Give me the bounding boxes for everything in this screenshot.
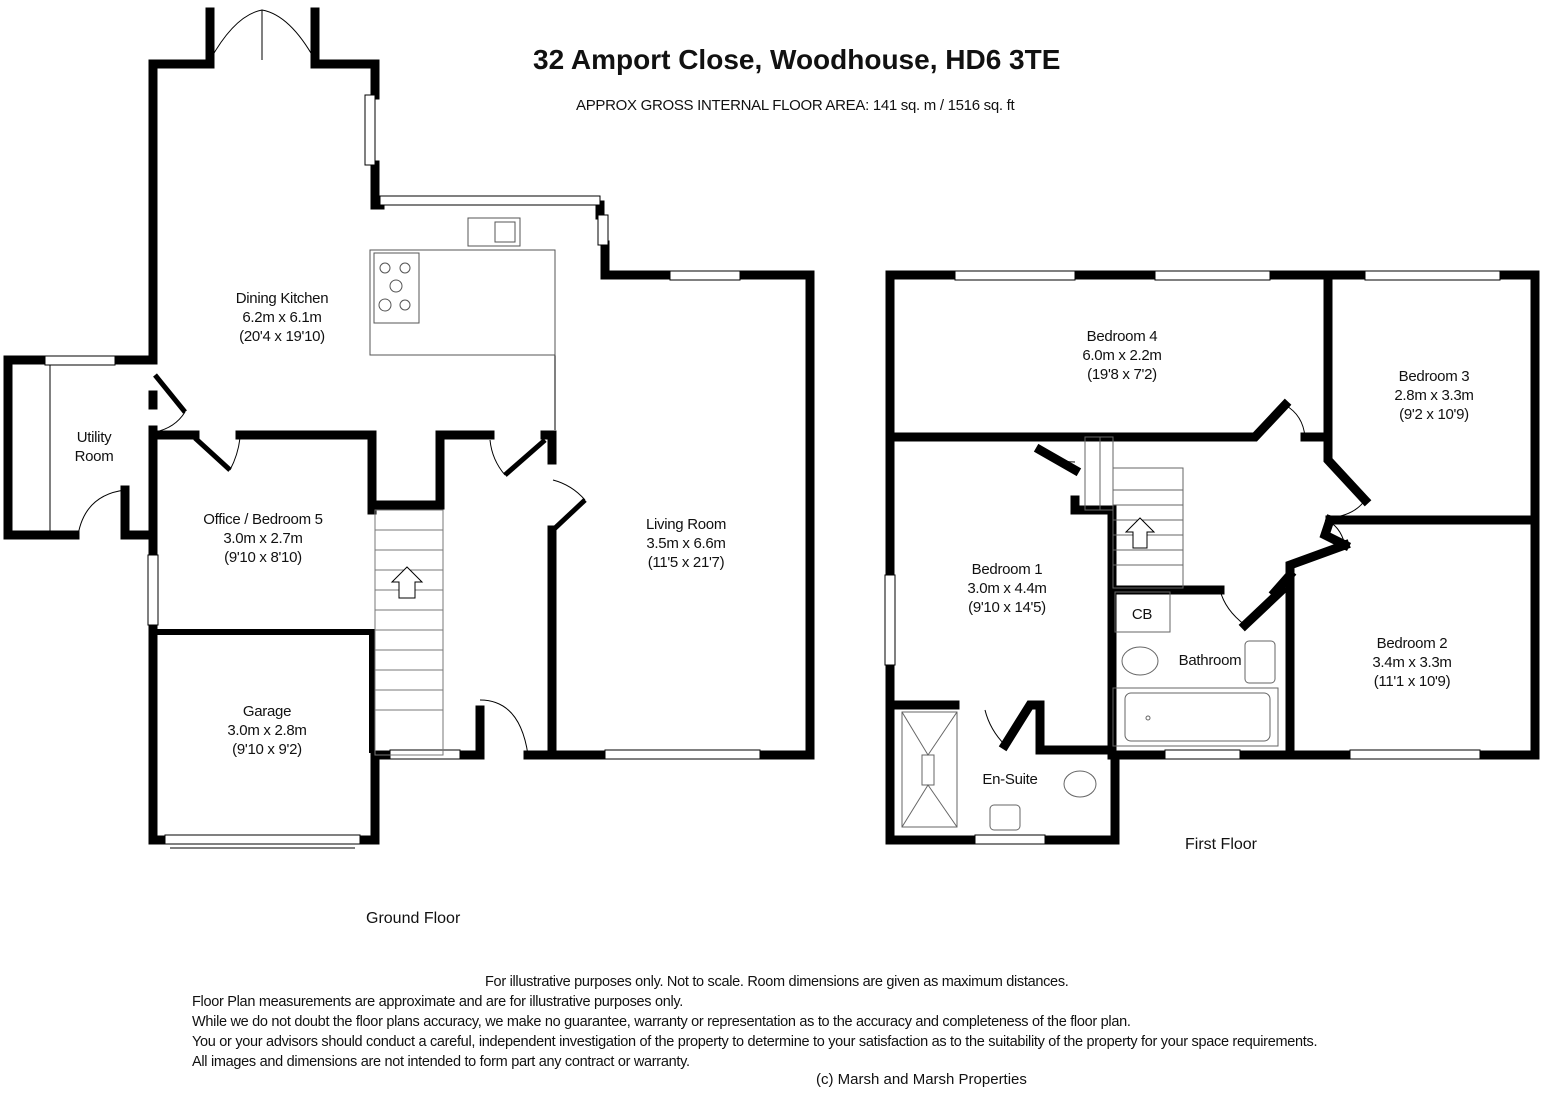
room-label-bedroom-2: Bedroom 2 3.4m x 3.3m (11'1 x 10'9) <box>1372 634 1452 691</box>
disclaimer-line: All images and dimensions are not intend… <box>192 1054 690 1070</box>
ground-floor-doors <box>77 9 587 756</box>
room-name: Bedroom 2 <box>1376 635 1448 652</box>
room-size-metric: 6.0m x 2.2m <box>1082 347 1162 364</box>
room-label-office: Office / Bedroom 5 3.0m x 2.7m (9'10 x 8… <box>203 510 323 567</box>
disclaimer: For illustrative purposes only. Not to s… <box>192 972 1317 1072</box>
room-size-imperial: (11'5 x 21'7) <box>647 554 725 571</box>
room-label-dining-kitchen: Dining Kitchen 6.2m x 6.1m (20'4 x 19'10… <box>236 289 329 346</box>
stairs-up-arrow-icon <box>1124 517 1156 549</box>
room-size-imperial: (9'10 x 8'10) <box>224 549 302 566</box>
room-label-bedroom-4: Bedroom 4 6.0m x 2.2m (19'8 x 7'2) <box>1082 327 1162 384</box>
room-size-imperial: (9'10 x 14'5) <box>968 599 1046 616</box>
first-floor-windows <box>884 270 1501 845</box>
copyright-notice: (c) Marsh and Marsh Properties <box>816 1071 1027 1088</box>
room-size-metric: 3.5m x 6.6m <box>646 535 726 552</box>
room-name: Office / Bedroom 5 <box>203 511 323 528</box>
room-label-garage: Garage 3.0m x 2.8m (9'10 x 9'2) <box>227 702 307 759</box>
room-size-metric: 3.4m x 3.3m <box>1372 654 1452 671</box>
room-label-bathroom: Bathroom <box>1178 652 1242 669</box>
room-name: Bedroom 1 <box>971 561 1043 578</box>
room-size-metric: 6.2m x 6.1m <box>242 309 322 326</box>
room-size-metric: 3.0m x 4.4m <box>967 580 1047 597</box>
disclaimer-line: Floor Plan measurements are approximate … <box>192 994 684 1010</box>
room-size-imperial: (20'4 x 19'10) <box>239 328 325 345</box>
room-size-imperial: (19'8 x 7'2) <box>1087 366 1157 383</box>
room-label-cb: CB <box>1131 606 1153 623</box>
room-size-imperial: (9'10 x 9'2) <box>232 741 302 758</box>
disclaimer-line: While we do not doubt the floor plans ac… <box>192 1014 1131 1030</box>
room-name: Bedroom 3 <box>1398 368 1470 385</box>
ground-floor-stairs <box>374 509 444 756</box>
room-size-imperial: (9'2 x 10'9) <box>1399 406 1469 423</box>
room-size-metric: 3.0m x 2.8m <box>227 722 307 739</box>
room-name-line2: Room <box>74 448 114 465</box>
room-name: Utility <box>76 429 112 446</box>
ground-floor-label: Ground Floor <box>366 910 461 927</box>
first-floor-label: First Floor <box>1185 836 1257 853</box>
room-label-en-suite: En-Suite <box>982 771 1038 788</box>
disclaimer-line: You or your advisors should conduct a ca… <box>192 1034 1318 1050</box>
room-label-living-room: Living Room 3.5m x 6.6m (11'5 x 21'7) <box>646 515 726 572</box>
first-floor-fixtures <box>901 436 1279 831</box>
room-size-metric: 2.8m x 3.3m <box>1394 387 1474 404</box>
room-label-bedroom-3: Bedroom 3 2.8m x 3.3m (9'2 x 10'9) <box>1394 367 1474 424</box>
floor-area-summary: APPROX GROSS INTERNAL FLOOR AREA: 141 sq… <box>576 97 1015 114</box>
room-name: Bedroom 4 <box>1086 328 1158 345</box>
stairs-up-arrow-icon <box>390 566 424 599</box>
property-address-title: 32 Amport Close, Woodhouse, HD6 3TE <box>533 44 1061 75</box>
disclaimer-line: For illustrative purposes only. Not to s… <box>485 974 1069 990</box>
room-name: Dining Kitchen <box>235 290 329 307</box>
ground-floor-walls <box>3 7 815 845</box>
room-name: Living Room <box>645 516 727 533</box>
room-size-imperial: (11'1 x 10'9) <box>1373 673 1451 690</box>
first-floor-walls <box>885 270 1540 845</box>
room-size-metric: 3.0m x 2.7m <box>223 530 303 547</box>
room-label-bedroom-1: Bedroom 1 3.0m x 4.4m (9'10 x 14'5) <box>967 560 1047 617</box>
room-label-utility: Utility Room <box>75 428 114 466</box>
first-floor-doors <box>984 404 1366 746</box>
room-name: Garage <box>242 703 292 720</box>
kitchen-fixtures <box>369 217 556 356</box>
